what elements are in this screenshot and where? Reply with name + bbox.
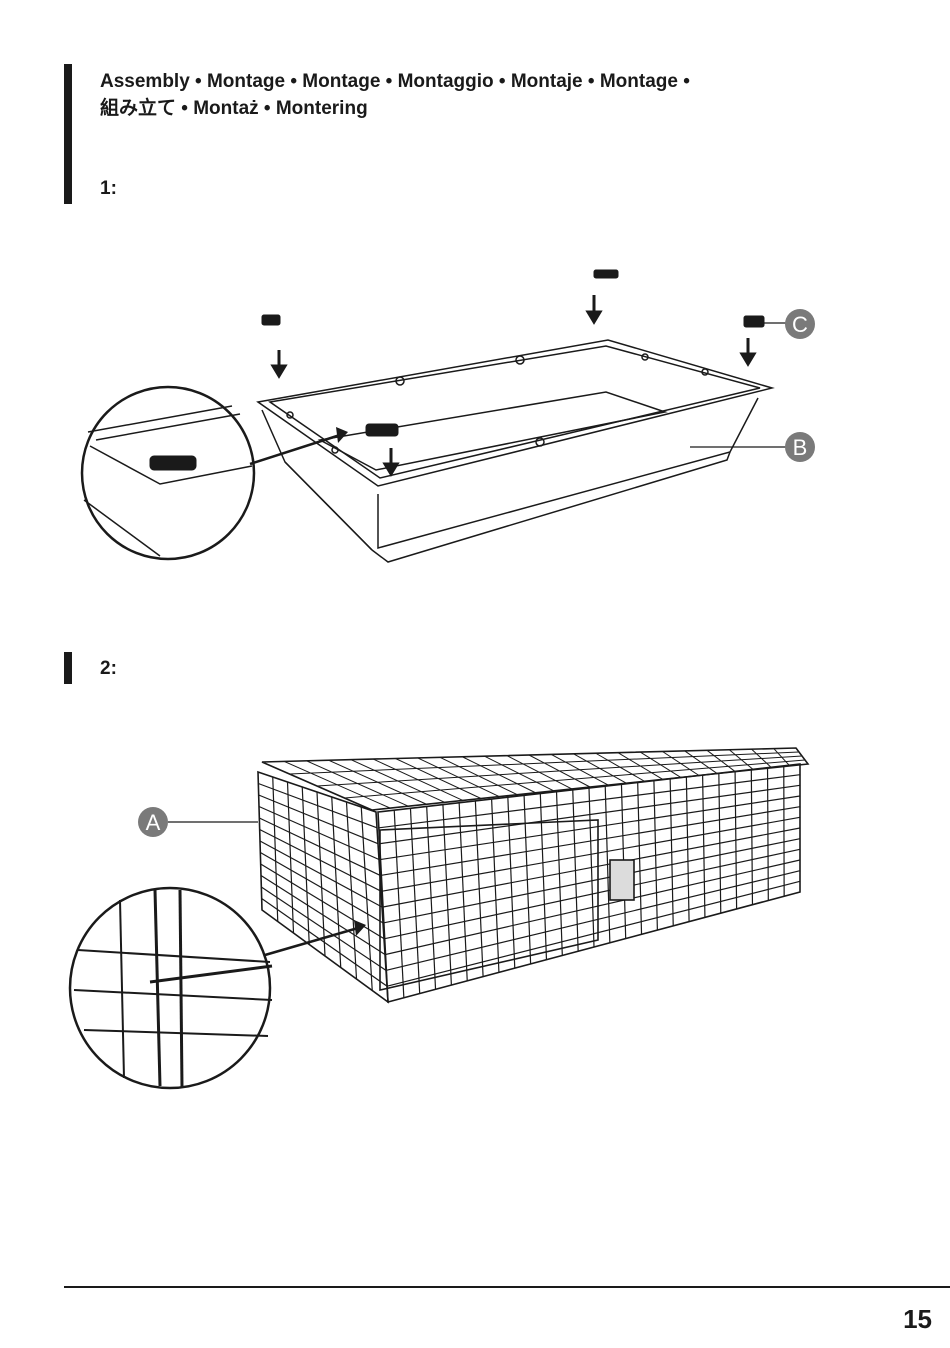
step-1-label: 1: [100,178,117,200]
detail-zoom-2 [70,888,366,1088]
title-line-1: Assembly • Montage • Montage • Montaggio… [100,68,800,95]
cage-wire-vertical [735,771,737,909]
step-2-label: 2: [100,658,117,680]
cage-wire-side-vertical [288,782,294,933]
cage-wire-vertical [768,768,769,901]
callout-c-text: C [792,312,808,337]
cage-left [258,772,388,1002]
callout-a-text: A [146,810,161,835]
clip-c-2 [594,270,618,278]
clip-c-1 [262,315,280,325]
cage-wire-side-vertical [361,807,372,991]
callout-b: B [785,432,815,462]
cage-wire-side-vertical [317,792,325,956]
callout-c: C [785,309,815,339]
step-2-illustration: A [0,735,950,1095]
detail-zoom-1 [82,387,348,559]
cage-wire-top-cross [345,760,806,798]
section-bar-step2 [64,652,72,684]
callout-b-text: B [793,435,808,460]
clip-c-3 [744,316,764,327]
clip-c-4 [366,424,398,436]
footer-rule [64,1286,950,1288]
tray-base [372,452,730,562]
tray-wall-left [262,410,372,550]
page-number: 15 [903,1304,932,1335]
cage-wire-side-vertical [332,797,341,968]
callout-a: A [138,807,168,837]
tray-rim-inner [270,346,760,478]
title-line-2: 組み立て • Montaż • Montering [100,95,800,122]
step-1-illustration: C B [0,250,950,590]
cage-wire-side-vertical [273,777,278,922]
door-latch [610,860,634,900]
cage-wire-vertical [751,770,752,905]
cage-wire-vertical [410,808,419,993]
cage-wire-top-cross [317,756,802,786]
cage-wire-side-vertical [347,802,357,979]
cage-wire-side-vertical [302,787,309,945]
assembly-title: Assembly • Montage • Montage • Montaggio… [100,68,800,122]
cage-wire-vertical [394,810,404,998]
section-bar-header [64,64,72,204]
